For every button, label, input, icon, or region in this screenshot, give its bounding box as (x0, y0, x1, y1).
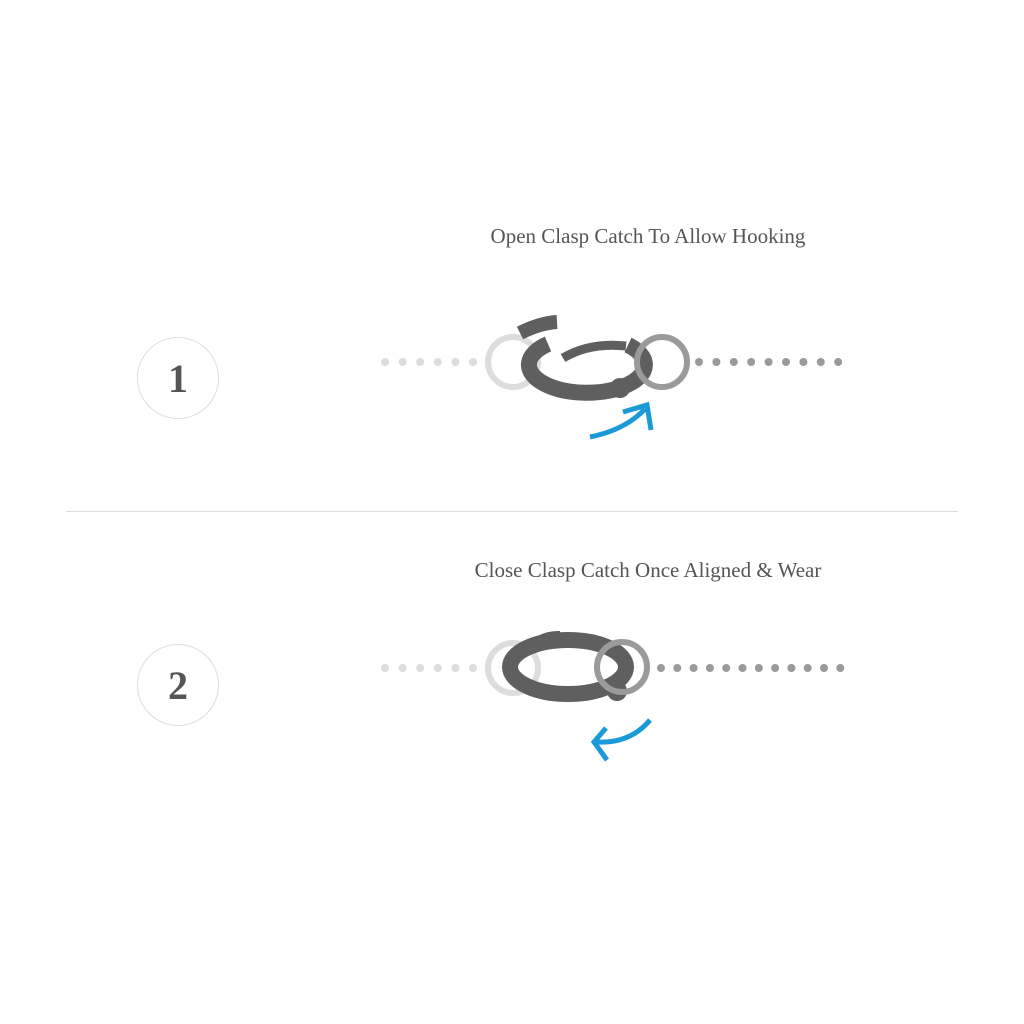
chain-dot (381, 664, 389, 672)
close-arrow-icon (595, 718, 652, 745)
chain-dot (771, 664, 780, 672)
chain-dot (705, 664, 714, 672)
chain-dot (816, 358, 825, 366)
clasp-catch-open (560, 340, 627, 362)
chain-dot (799, 358, 808, 366)
open-arrow-icon (589, 407, 647, 440)
chain-dot (836, 664, 845, 672)
step-1-caption: Open Clasp Catch To Allow Hooking (490, 224, 806, 248)
clasp-body-closed (502, 632, 634, 702)
right-jump-ring (594, 639, 650, 695)
chain-dot (673, 664, 682, 672)
step-2-number-badge: 2 (137, 644, 219, 726)
chain-dot (433, 358, 442, 366)
clasp-ball (610, 378, 630, 398)
step-2-illustration (381, 630, 845, 762)
chain-dot (451, 358, 460, 366)
chain-dot (834, 358, 843, 366)
chain-dot (820, 664, 828, 672)
chain-dot (754, 664, 763, 672)
left-jump-ring (485, 640, 541, 696)
chain-dot (416, 664, 425, 672)
chain-dot (451, 664, 460, 672)
chain-dot (398, 664, 407, 672)
chain-dot (738, 664, 747, 672)
chain-dot (469, 358, 477, 366)
left-chain-dots (381, 358, 477, 366)
chain-dot (416, 358, 425, 366)
chain-dot (689, 664, 698, 672)
chain-dot (712, 358, 721, 366)
chain-dot (782, 358, 790, 366)
right-chain-dots (695, 358, 843, 366)
left-chain-dots (381, 664, 477, 672)
left-jump-ring (485, 334, 541, 390)
chain-dot (398, 358, 407, 366)
right-chain-dots (657, 664, 845, 672)
chain-dot (747, 358, 756, 366)
chain-dot (722, 664, 731, 672)
chain-dot (764, 358, 773, 366)
step-2-caption: Close Clasp Catch Once Aligned & Wear (474, 558, 822, 582)
step-1-illustration (381, 315, 843, 440)
chain-dot (469, 664, 477, 672)
step-1-number-badge: 1 (137, 337, 219, 419)
chain-dot (803, 664, 812, 672)
chain-dot (657, 664, 665, 672)
divider (66, 511, 958, 512)
chain-dot (433, 664, 442, 672)
chain-dot (695, 358, 703, 366)
clasp-body-open (516, 315, 558, 340)
chain-dot (381, 358, 389, 366)
chain-dot (729, 358, 738, 366)
chain-dot (787, 664, 796, 672)
right-jump-ring (634, 334, 690, 390)
